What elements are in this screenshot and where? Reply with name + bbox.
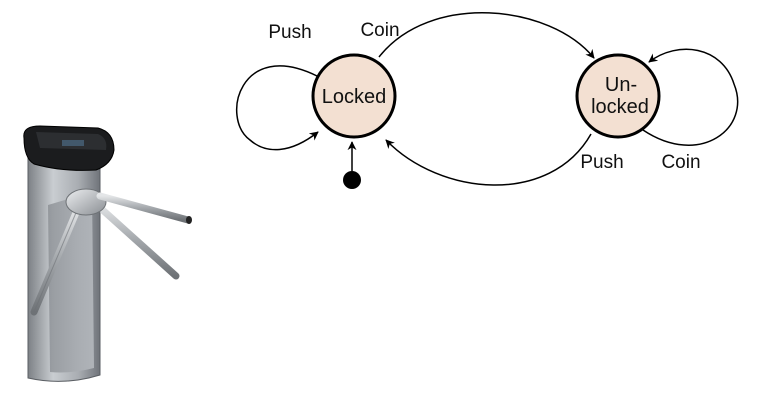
- transition-unlocked-self-arrow: [642, 48, 739, 146]
- transition-unlocked-to-locked-label: Push: [580, 152, 623, 173]
- transition-locked-self-label: Push: [268, 22, 311, 43]
- transition-locked-to-unlocked-arrow: [378, 11, 595, 59]
- state-locked-label: Locked: [322, 86, 387, 108]
- state-locked-circle: [311, 53, 397, 139]
- state-unlocked: Un- locked: [575, 53, 661, 139]
- state-unlocked-circle: [575, 53, 661, 139]
- transition-locked-self-arrow: [236, 65, 319, 151]
- initial-state-dot: [343, 171, 361, 189]
- state-unlocked-label-line-1: Un-: [605, 74, 637, 96]
- state-unlocked-label-line-2: locked: [591, 96, 649, 118]
- transition-unlocked-to-locked-arrow: [385, 133, 592, 186]
- turnstile-illustration: [23, 125, 192, 382]
- transition-locked-to-unlocked-label: Coin: [360, 20, 399, 41]
- state-locked: Locked: [311, 53, 397, 139]
- transition-unlocked-self-label: Coin: [661, 152, 700, 173]
